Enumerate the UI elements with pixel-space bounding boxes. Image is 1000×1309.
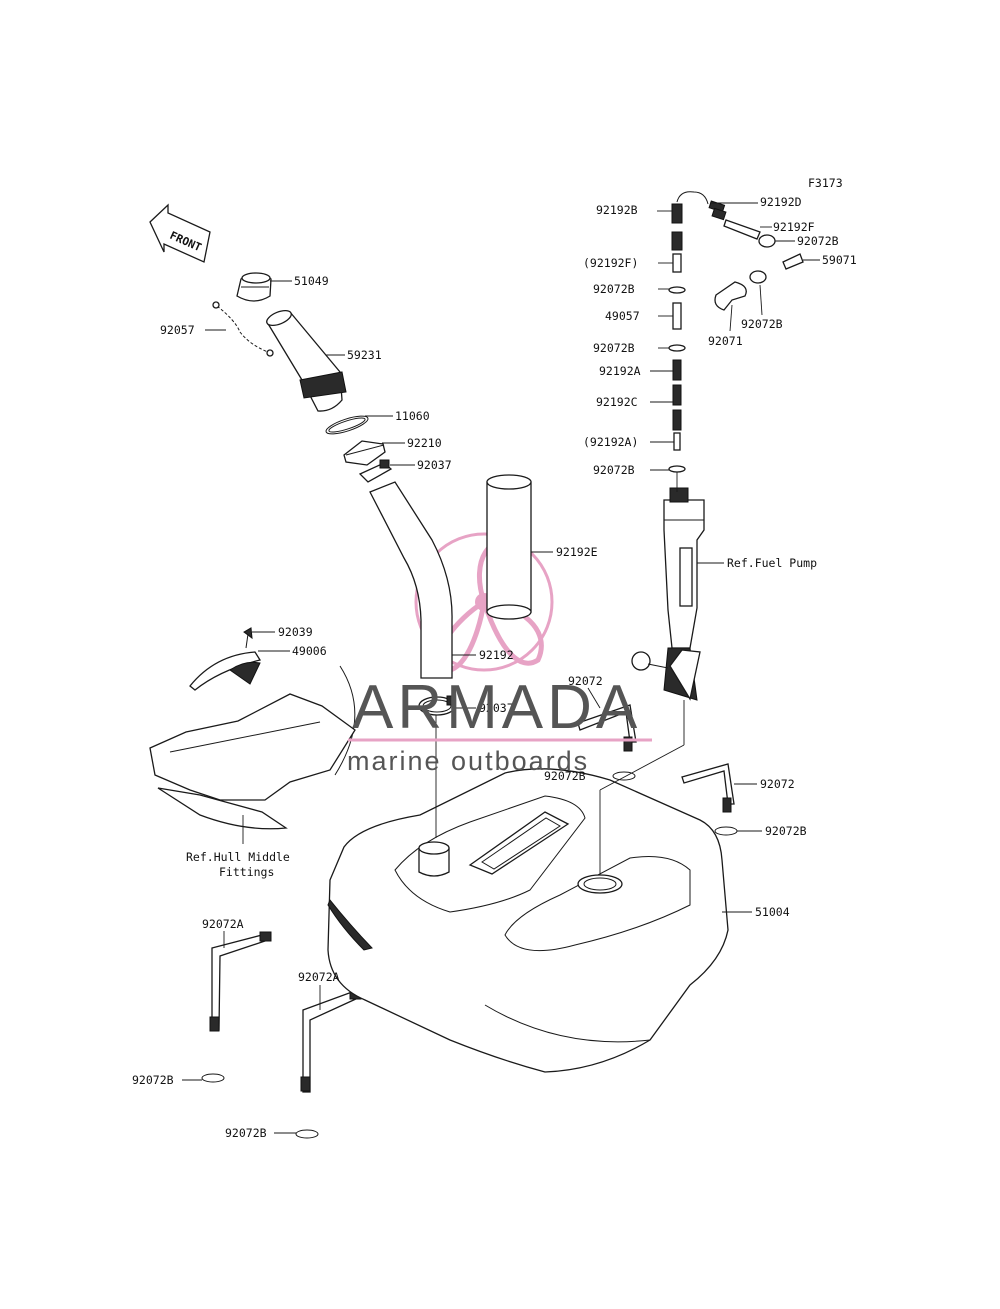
fuel-tank-icon bbox=[327, 768, 729, 1073]
label-92072b-6: 92072B bbox=[544, 769, 586, 783]
label-92072b-8: 92072B bbox=[132, 1073, 174, 1087]
label-92072b-4: 92072B bbox=[593, 341, 635, 355]
label-59071: 59071 bbox=[822, 253, 857, 267]
hose-clamp-bottom-icon bbox=[418, 695, 456, 716]
label-92210: 92210 bbox=[407, 436, 442, 450]
label-92192d: 92192D bbox=[760, 195, 802, 209]
label-59231: 59231 bbox=[347, 348, 382, 362]
o-ring-icon bbox=[325, 415, 369, 435]
label-92192a-paren: (92192A) bbox=[583, 435, 638, 449]
label-ref-hull-line1: Ref.Hull Middle bbox=[186, 850, 290, 864]
cap-tether-icon bbox=[212, 301, 274, 357]
label-92192c: 92192C bbox=[596, 395, 638, 409]
clip-icon bbox=[201, 771, 738, 1139]
strap-92072a-right-icon bbox=[300, 989, 362, 1093]
label-92072b-7: 92072B bbox=[765, 824, 807, 838]
label-92192f-paren: (92192F) bbox=[583, 256, 638, 270]
label-51004: 51004 bbox=[755, 905, 790, 919]
label-92192e: 92192E bbox=[556, 545, 598, 559]
part-labels: 51049 92057 59231 11060 92210 92037 9219… bbox=[132, 195, 857, 1140]
label-92057: 92057 bbox=[160, 323, 195, 337]
label-92037-top: 92037 bbox=[417, 458, 452, 472]
label-92072-1: 92072 bbox=[568, 674, 603, 688]
label-51049: 51049 bbox=[294, 274, 329, 288]
nut-ring-icon bbox=[343, 440, 386, 466]
label-92072a-2: 92072A bbox=[298, 970, 340, 984]
label-92072-2: 92072 bbox=[760, 777, 795, 791]
strap-92072-a-icon bbox=[577, 704, 637, 752]
label-ref-hull-line2: Fittings bbox=[219, 865, 274, 879]
label-92192b-1: 92192B bbox=[596, 203, 638, 217]
filler-neck-icon bbox=[266, 309, 347, 412]
hose-clamp-top-icon bbox=[358, 459, 393, 483]
filler-hose-icon bbox=[369, 481, 453, 679]
strap-92072a-left-icon bbox=[209, 931, 272, 1032]
label-92072b-1: 92072B bbox=[797, 234, 839, 248]
figure-code: F3173 bbox=[808, 176, 843, 190]
label-11060: 11060 bbox=[395, 409, 430, 423]
fuel-pump-assembly-icon bbox=[631, 487, 705, 701]
filler-cap-icon bbox=[236, 272, 272, 302]
watermark-tagline: marine outboards bbox=[347, 746, 589, 776]
label-92072a-1: 92072A bbox=[202, 917, 244, 931]
breather-tube-icon bbox=[486, 474, 532, 620]
watermark-brand: ARMADA bbox=[352, 673, 641, 742]
label-92072b-3: 92072B bbox=[741, 317, 783, 331]
front-arrow-icon: FRONT bbox=[149, 203, 211, 263]
label-92192a: 92192A bbox=[599, 364, 641, 378]
label-92072b-9: 92072B bbox=[225, 1126, 267, 1140]
label-49006: 49006 bbox=[292, 644, 327, 658]
label-92037-bottom: 92037 bbox=[479, 701, 514, 715]
label-49057: 49057 bbox=[605, 309, 640, 323]
label-92071: 92071 bbox=[708, 334, 743, 348]
label-92039: 92039 bbox=[278, 625, 313, 639]
strap-92072-b-icon bbox=[681, 763, 735, 813]
label-92192: 92192 bbox=[479, 648, 514, 662]
label-92072b-2: 92072B bbox=[593, 282, 635, 296]
label-ref-fuel-pump: Ref.Fuel Pump bbox=[727, 556, 817, 570]
label-92072b-5: 92072B bbox=[593, 463, 635, 477]
leader-lines bbox=[182, 202, 820, 1134]
label-92192f: 92192F bbox=[773, 220, 815, 234]
hull-fitting-icon bbox=[149, 627, 356, 830]
